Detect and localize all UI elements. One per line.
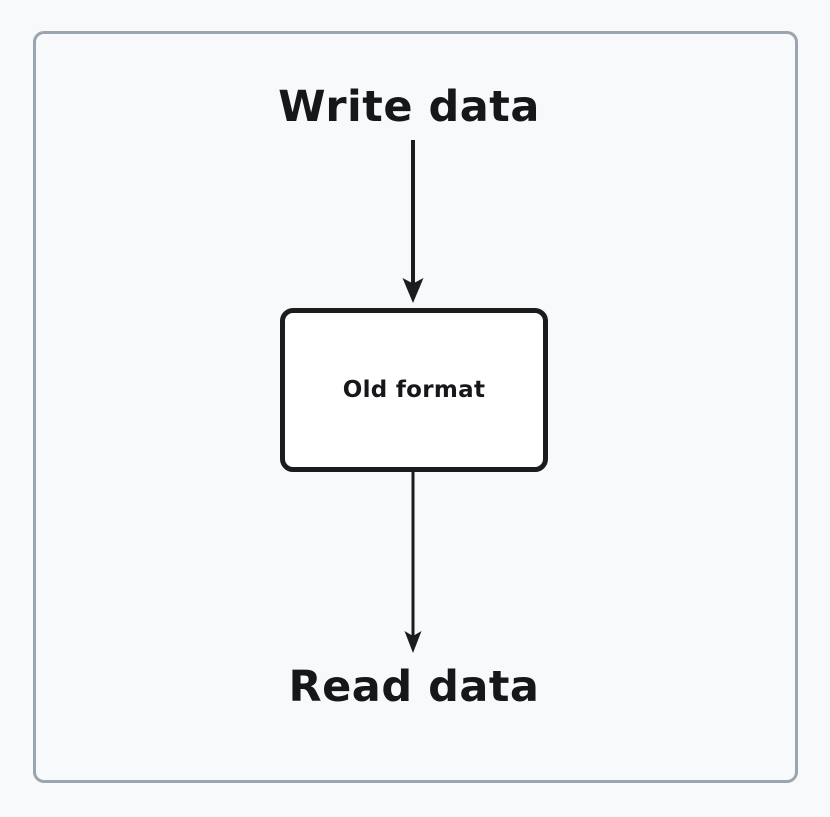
arrow-write-to-box-icon: [402, 140, 424, 303]
read-data-label: Read data: [288, 662, 540, 712]
node-old-format-label: Old format: [342, 377, 486, 403]
node-old-format[interactable]: Old format: [280, 308, 548, 472]
arrow-box-to-read-icon: [404, 472, 422, 653]
write-data-label: Write data: [278, 82, 540, 132]
